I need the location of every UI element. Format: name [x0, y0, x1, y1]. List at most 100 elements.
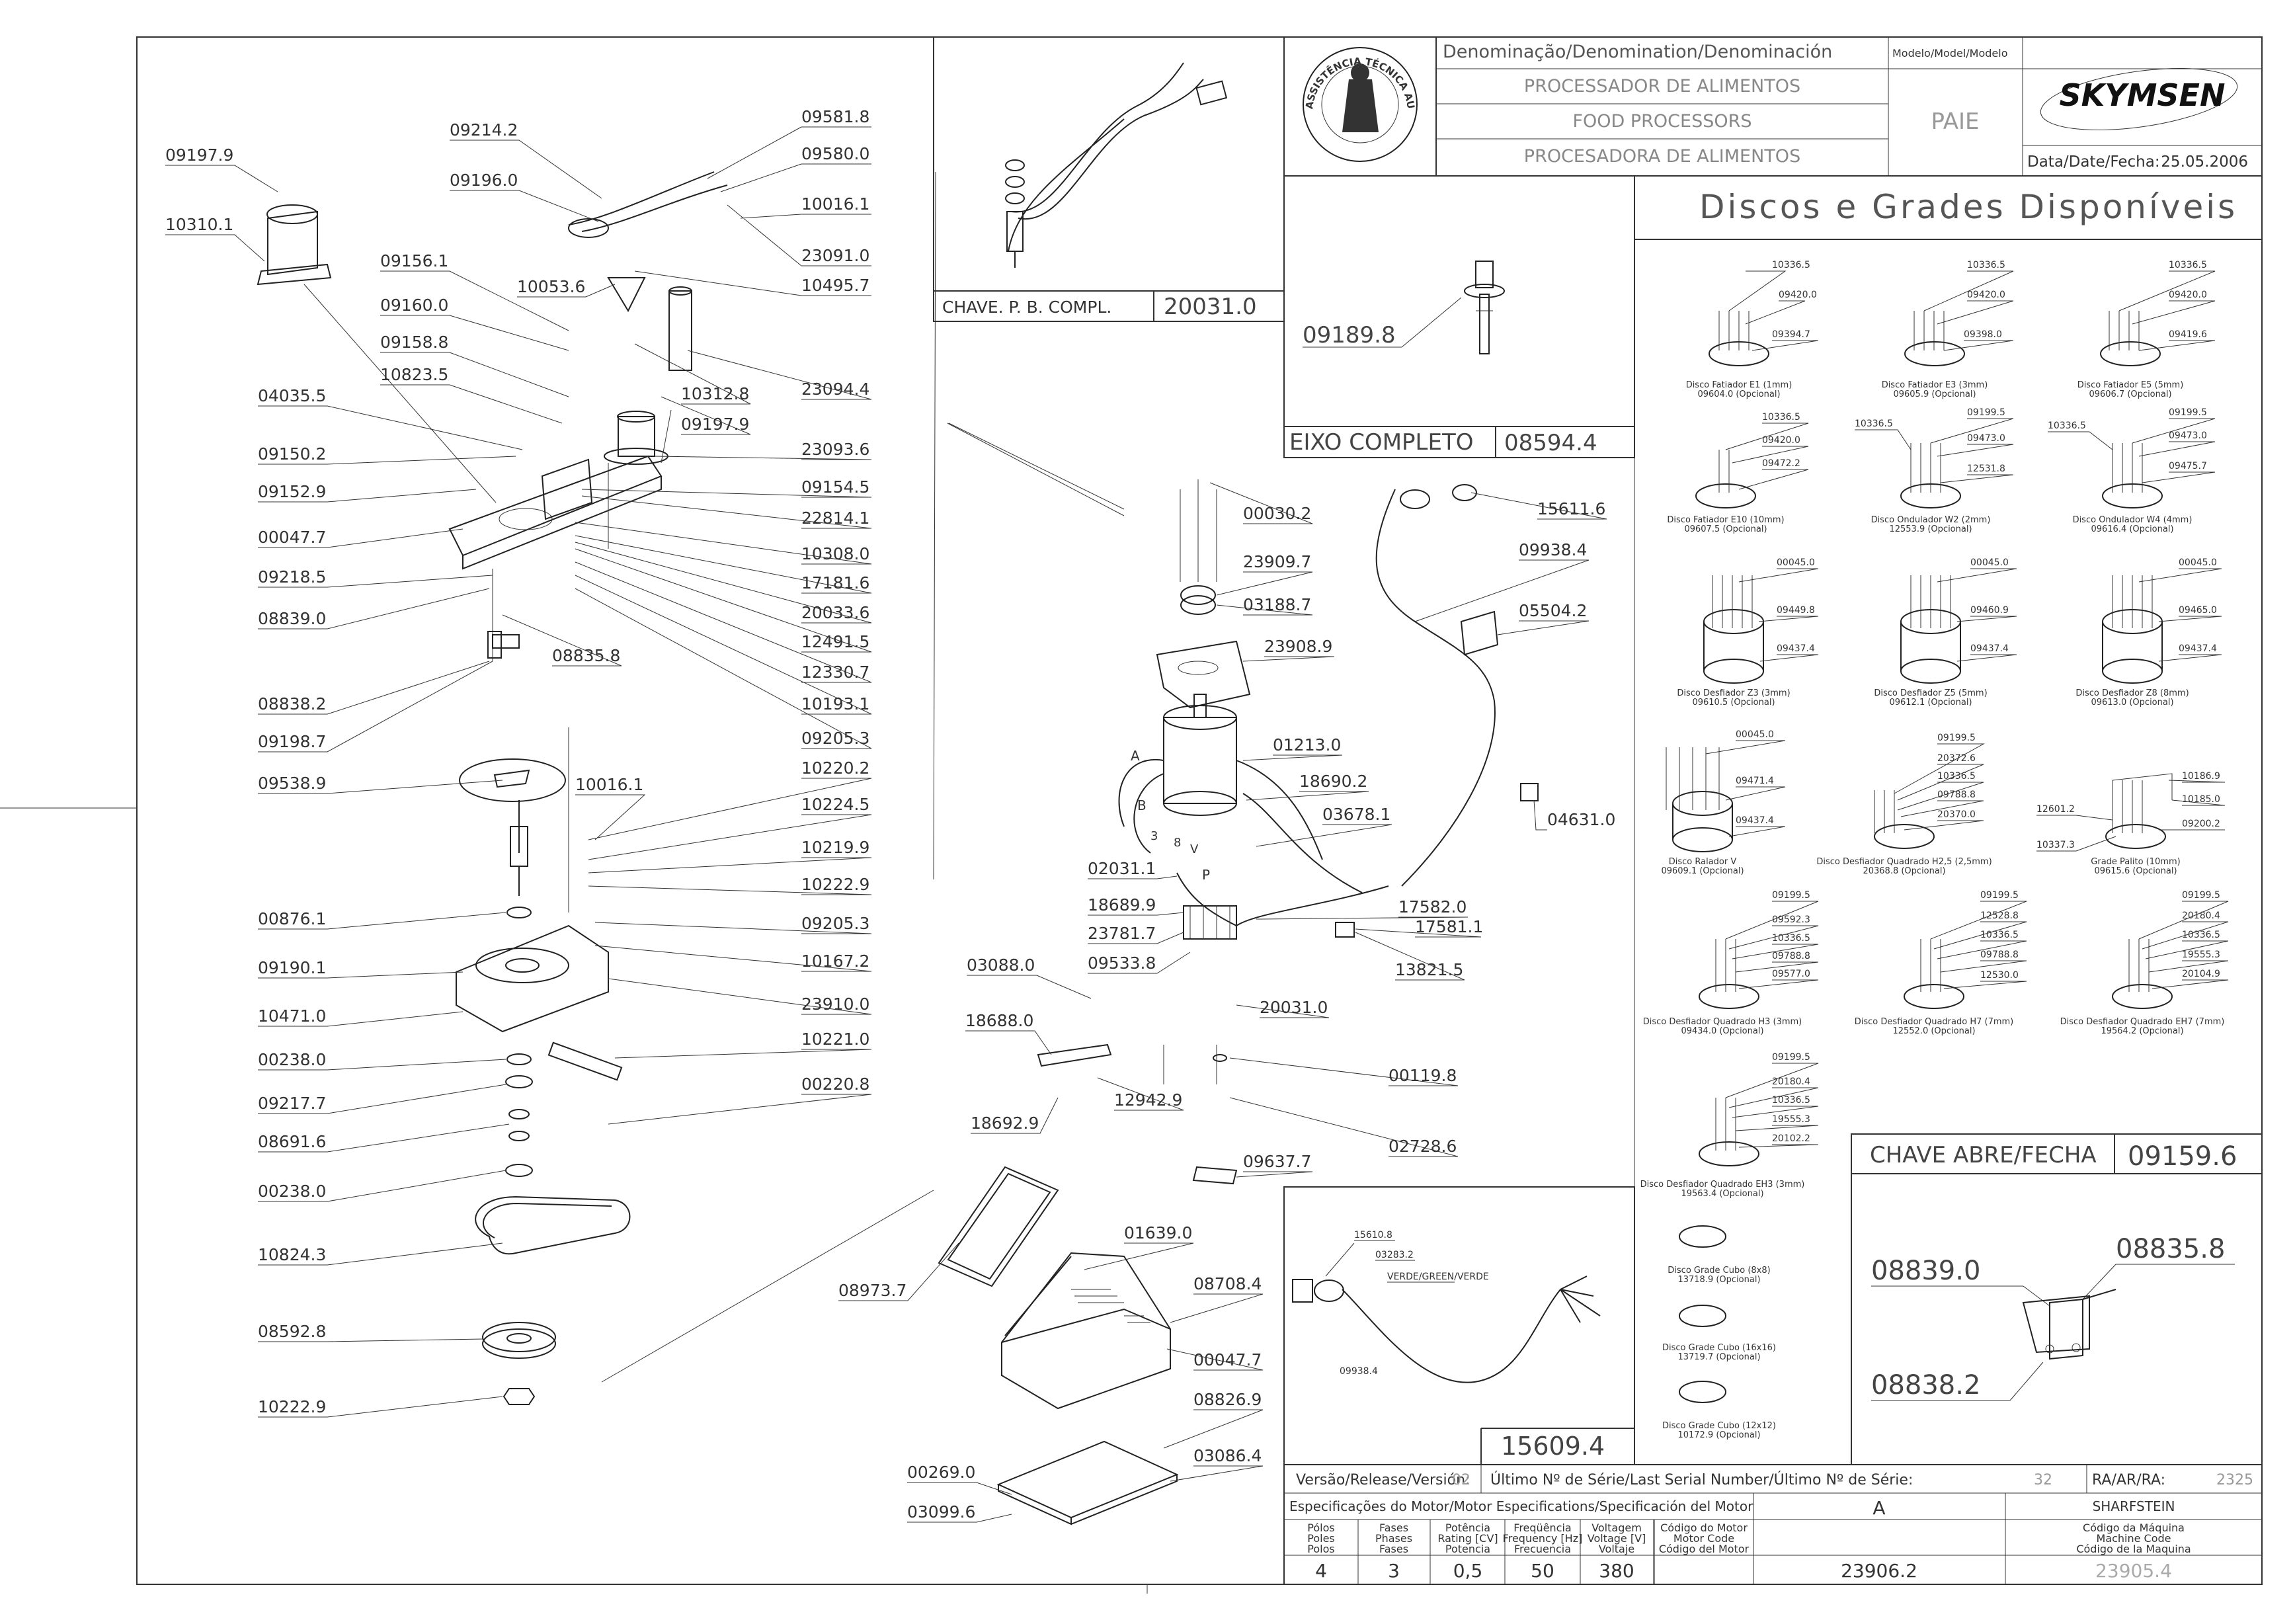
disc-d9: 00045.0 09465.0 09437.4 Disco Desfiador … [2075, 557, 2222, 708]
svg-text:00045.0: 00045.0 [1970, 557, 2009, 568]
svg-text:Grade Palito (10mm): Grade Palito (10mm) [2091, 857, 2180, 867]
svg-text:10336.5: 10336.5 [1937, 771, 1976, 782]
chave-abre-label: CHAVE ABRE/FECHA [1870, 1142, 2097, 1168]
disc-d17: Disco Grade Cubo (8x8) 13718.9 (Opcional… [1668, 1225, 1771, 1285]
svg-text:09605.9 (Opcional): 09605.9 (Opcional) [1893, 389, 1976, 399]
svg-text:ASSISTÊNCIA TÉCNICA AUTORIZADA: ASSISTÊNCIA TÉCNICA AUTORIZADA [0, 0, 1417, 110]
svg-text:3: 3 [1150, 829, 1158, 843]
svg-text:3: 3 [1388, 1560, 1400, 1582]
svg-text:09606.7 (Opcional): 09606.7 (Opcional) [2089, 389, 2171, 399]
svg-text:00045.0: 00045.0 [2179, 557, 2217, 568]
lp-09196.0: 09196.0 [450, 171, 518, 190]
svg-text:09434.0 (Opcional): 09434.0 (Opcional) [1681, 1026, 1763, 1036]
svg-text:09420.0: 09420.0 [1762, 435, 1800, 446]
chave-abre-drawing [2022, 1289, 2116, 1360]
svg-text:Disco Fatiador E1 (1mm): Disco Fatiador E1 (1mm) [1686, 380, 1792, 390]
svg-text:09199.5: 09199.5 [2169, 407, 2207, 418]
svg-text:10336.5: 10336.5 [1772, 933, 1810, 944]
svg-text:V: V [1190, 842, 1199, 856]
ra-value: 2325 [2216, 1472, 2253, 1488]
svg-text:12528.8: 12528.8 [1980, 911, 2019, 921]
svg-text:09609.1 (Opcional): 09609.1 (Opcional) [1661, 866, 1744, 876]
lp-10016.1b: 10016.1 [575, 775, 643, 794]
svg-text:20180.4: 20180.4 [2182, 911, 2220, 921]
mp-02031.1: 02031.1 [1088, 859, 1156, 878]
svg-text:09610.5 (Opcional): 09610.5 (Opcional) [1692, 698, 1775, 708]
svg-text:09199.5: 09199.5 [1772, 890, 1810, 901]
svg-text:13719.7 (Opcional): 13719.7 (Opcional) [1677, 1352, 1760, 1362]
mp-17581.1: 17581.1 [1415, 917, 1483, 936]
svg-text:Polos: Polos [1307, 1543, 1334, 1555]
motor-rev: A [1872, 1497, 1885, 1519]
svg-text:Potencia: Potencia [1445, 1543, 1490, 1555]
lp-09190.1: 09190.1 [258, 958, 326, 977]
lp-10222.9a: 10222.9 [801, 875, 869, 894]
svg-text:Voltaje: Voltaje [1599, 1543, 1634, 1555]
mp-08826.9: 08826.9 [1193, 1390, 1262, 1409]
mp-08973.7: 08973.7 [838, 1281, 906, 1300]
svg-text:09473.0: 09473.0 [2169, 430, 2207, 441]
disc-d19: Disco Grade Cubo (12x12) 10172.9 (Opcion… [1662, 1381, 1776, 1440]
lp-23910.0: 23910.0 [801, 995, 869, 1014]
version-value: 02 [1452, 1472, 1470, 1488]
svg-text:10336.5: 10336.5 [2182, 930, 2220, 940]
svg-text:Disco Desfiador Quadrado EH7 (: Disco Desfiador Quadrado EH7 (7mm) [2060, 1017, 2225, 1027]
svg-text:12552.0 (Opcional): 12552.0 (Opcional) [1892, 1026, 1975, 1036]
model-value: PAIE [1931, 108, 1979, 135]
svg-text:B: B [1137, 797, 1147, 813]
version-label: Versão/Release/Versión: [1296, 1472, 1470, 1488]
svg-text:10336.5: 10336.5 [1772, 260, 1810, 270]
svg-text:09788.8: 09788.8 [1937, 790, 1976, 800]
serial-value: 32 [2034, 1472, 2052, 1488]
svg-text:10336.5: 10336.5 [1855, 419, 1893, 429]
mp-00047.7: 00047.7 [1193, 1350, 1262, 1369]
mp-03678.1: 03678.1 [1322, 805, 1390, 824]
mp-23781.7: 23781.7 [1088, 924, 1156, 943]
lp-00238.0b: 00238.0 [258, 1182, 326, 1201]
svg-text:Disco Fatiador E3 (3mm): Disco Fatiador E3 (3mm) [1882, 380, 1988, 390]
lp-00238.0a: 00238.0 [258, 1050, 326, 1069]
svg-text:09788.8: 09788.8 [1980, 950, 2019, 960]
svg-text:09437.4: 09437.4 [1777, 643, 1815, 654]
motor-maker: SHARFSTEIN [2093, 1498, 2175, 1514]
svg-text:8: 8 [1174, 836, 1181, 850]
mp-18692.9: 18692.9 [971, 1114, 1039, 1133]
svg-text:23905.4: 23905.4 [2095, 1560, 2172, 1582]
disc-d15: 09199.5 20180.4 10336.5 19555.3 20104.9 … [2060, 890, 2229, 1036]
left-assembly-drawing [257, 171, 1125, 1405]
mp-00119.8: 00119.8 [1389, 1066, 1457, 1085]
lp-08838.2: 08838.2 [258, 694, 326, 713]
svg-text:20368.8 (Opcional): 20368.8 (Opcional) [1863, 866, 1945, 876]
svg-text:09612.1 (Opcional): 09612.1 (Opcional) [1889, 698, 1972, 708]
lp-09154.5: 09154.5 [801, 477, 869, 497]
mp-09637.7: 09637.7 [1243, 1152, 1311, 1171]
lp-10224.5: 10224.5 [801, 795, 869, 814]
svg-text:12531.8: 12531.8 [1967, 464, 2005, 474]
lp-12491.5: 12491.5 [801, 632, 869, 651]
lp-00220.8: 00220.8 [801, 1075, 869, 1094]
mp-00030.2: 00030.2 [1243, 504, 1311, 523]
eixo-small-code: 09189.8 [1303, 322, 1396, 348]
svg-text:Fases: Fases [1379, 1522, 1408, 1534]
cable-part-4: 09938.4 [1340, 1366, 1378, 1377]
svg-text:Disco Desfiador Quadrado EH3 (: Disco Desfiador Quadrado EH3 (3mm) [1640, 1180, 1805, 1190]
lp-10222.9b: 10222.9 [258, 1397, 326, 1416]
svg-text:10336.5: 10336.5 [1762, 412, 1800, 423]
svg-text:Código da Máquina: Código da Máquina [2083, 1522, 2185, 1534]
disc-d2: 10336.5 09420.0 09398.0 Disco Fatiador E… [1882, 260, 2014, 399]
lp-08592.8: 08592.8 [258, 1322, 326, 1341]
mp-23908.9: 23908.9 [1264, 637, 1332, 656]
mp-03088.0: 03088.0 [967, 955, 1035, 975]
svg-text:09604.0 (Opcional): 09604.0 (Opcional) [1697, 389, 1780, 399]
lp-09580.0: 09580.0 [801, 144, 869, 163]
brand-logo: SKYMSEN [2060, 77, 2226, 113]
mp-08708.4: 08708.4 [1193, 1274, 1262, 1293]
cable-box: 15609.4 15610.8 03283.2 VERDE/GREEN/VERD… [1283, 1186, 1635, 1465]
svg-text:Motor Code: Motor Code [1673, 1532, 1734, 1545]
lp-17181.6: 17181.6 [801, 573, 869, 592]
mp-00269.0: 00269.0 [907, 1463, 975, 1482]
svg-text:Frecuencia: Frecuencia [1514, 1543, 1571, 1555]
svg-text:09472.2: 09472.2 [1762, 458, 1800, 469]
svg-text:10336.5: 10336.5 [2169, 260, 2207, 270]
svg-text:Disco Desfiador Z3 (3mm): Disco Desfiador Z3 (3mm) [1677, 688, 1790, 698]
